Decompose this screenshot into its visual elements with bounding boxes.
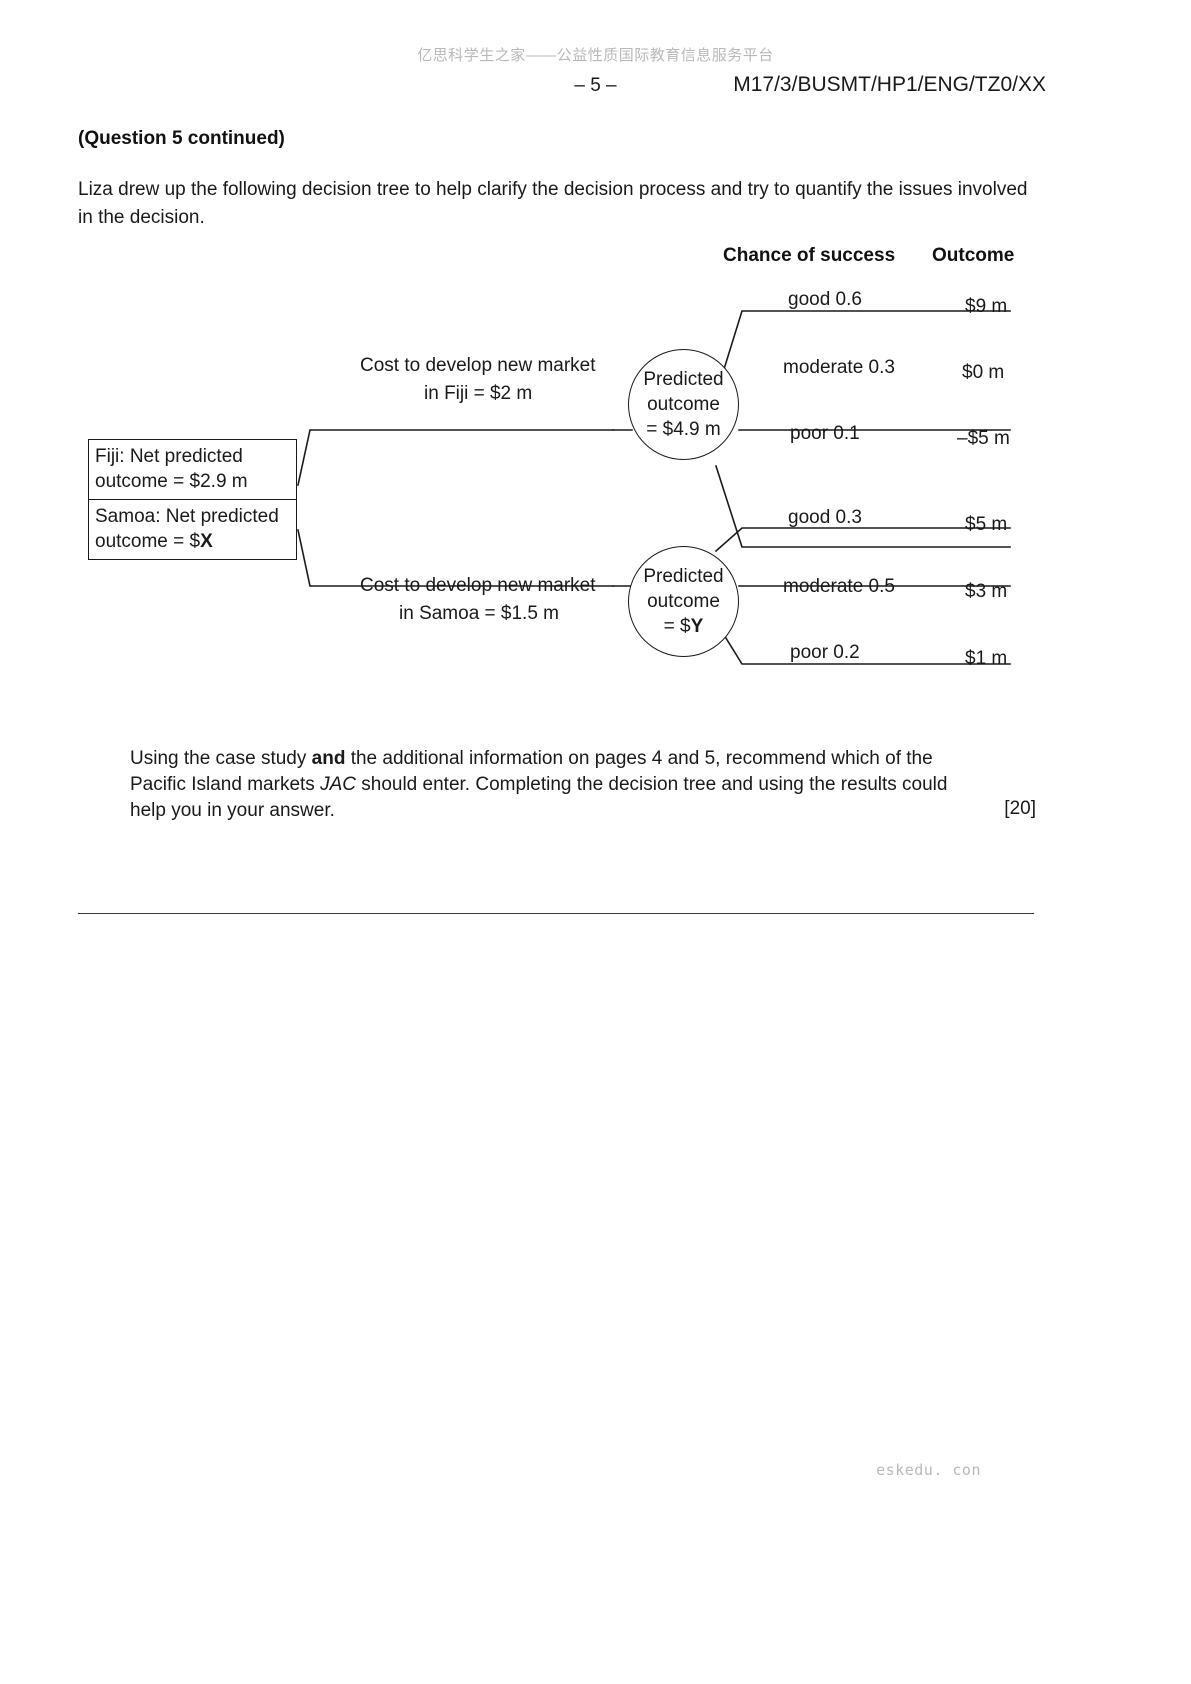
column-header-chance: Chance of success xyxy=(723,245,896,266)
cost-label-samoa-line2: in Samoa = $1.5 m xyxy=(399,603,560,624)
site-watermark-top: 亿思科学生之家——公益性质国际教育信息服务平台 xyxy=(417,47,774,64)
fiji-net-line1: Fiji: Net predicted xyxy=(95,446,243,467)
closing-part-1: Using the case study xyxy=(130,748,312,769)
cost-label-fiji-line1: Cost to develop new market xyxy=(360,355,596,376)
chance-node-samoa-line3-prefix: = $ xyxy=(663,616,691,637)
chance-node-fiji-line2: outcome xyxy=(647,394,720,415)
net-predicted-outcome-box: Fiji: Net predicted outcome = $2.9 m Sam… xyxy=(88,439,297,560)
samoa-net-line2-prefix: outcome = $ xyxy=(95,531,201,552)
chance-node-fiji-line1: Predicted xyxy=(643,369,724,390)
chance-node-samoa-line2: outcome xyxy=(647,591,720,612)
samoa-net-unknown-x: X xyxy=(200,531,213,552)
branch-label-samoa-good: good 0.3 xyxy=(788,507,862,528)
outcome-value-samoa-good: $5 m xyxy=(965,514,1008,535)
decision-tree-lines xyxy=(297,310,1011,665)
intro-paragraph: Liza drew up the following decision tree… xyxy=(78,179,1028,228)
closing-paragraph: Using the case study and the additional … xyxy=(130,746,975,824)
fiji-net-outcome-row: Fiji: Net predicted outcome = $2.9 m xyxy=(89,440,296,500)
paper-code: M17/3/BUSMT/HP1/ENG/TZ0/XX xyxy=(733,73,1046,96)
closing-bold-and: and xyxy=(311,748,346,769)
branch-label-fiji-good: good 0.6 xyxy=(788,289,862,310)
outcome-value-fiji-moderate: $0 m xyxy=(962,362,1005,383)
chance-node-samoa-unknown-y: Y xyxy=(690,616,704,637)
chance-node-samoa-line1: Predicted xyxy=(643,566,724,587)
branch-label-samoa-moderate: moderate 0.5 xyxy=(783,576,895,597)
closing-italic-jac: JAC xyxy=(320,774,356,795)
chance-node-samoa: Predicted outcome = $Y xyxy=(628,546,739,657)
cost-label-fiji-line2: in Fiji = $2 m xyxy=(424,383,533,404)
fiji-net-line2: outcome = $2.9 m xyxy=(95,471,248,492)
outcome-value-samoa-moderate: $3 m xyxy=(965,581,1008,602)
branch-label-fiji-poor: poor 0.1 xyxy=(790,423,860,444)
outcome-value-fiji-good: $9 m xyxy=(965,296,1008,317)
outcome-value-fiji-poor: –$5 m xyxy=(957,428,1010,449)
site-watermark-bottom: eskedu. con xyxy=(876,1461,981,1479)
horizontal-rule xyxy=(78,913,1034,914)
outcome-value-samoa-poor: $1 m xyxy=(965,648,1008,669)
cost-label-samoa-line1: Cost to develop new market xyxy=(360,575,596,596)
chance-node-fiji: Predicted outcome = $4.9 m xyxy=(628,349,739,460)
chance-node-fiji-line3: = $4.9 m xyxy=(646,419,721,440)
branch-label-samoa-poor: poor 0.2 xyxy=(790,642,860,663)
samoa-net-outcome-row: Samoa: Net predicted outcome = $X xyxy=(89,500,296,559)
closing-part-2: the additional information on pages 4 an… xyxy=(130,748,933,795)
page-number: – 5 – xyxy=(574,75,617,96)
question-heading: (Question 5 continued) xyxy=(78,128,285,149)
closing-part-3: should enter. Completing the decision tr… xyxy=(130,774,948,821)
column-header-outcome: Outcome xyxy=(932,245,1015,266)
samoa-net-line1: Samoa: Net predicted xyxy=(95,506,279,527)
chance-node-samoa-line3: = $Y xyxy=(664,614,704,639)
branch-label-fiji-moderate: moderate 0.3 xyxy=(783,357,895,378)
marks-allocation: [20] xyxy=(1004,798,1036,819)
